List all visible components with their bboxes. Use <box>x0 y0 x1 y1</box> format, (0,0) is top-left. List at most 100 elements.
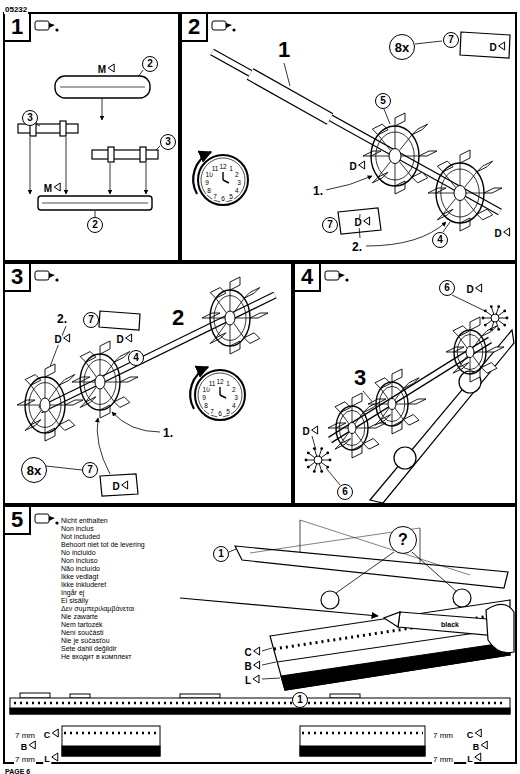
paddle-wheel <box>428 188 446 193</box>
label-text: 10 <box>202 387 211 394</box>
part-letter: C <box>243 648 252 658</box>
part-mark <box>64 334 70 342</box>
label-text: 11 <box>208 381 217 388</box>
callout-circle: 1 <box>292 692 308 708</box>
callout-number: 5 <box>380 96 386 106</box>
label-text: Behoort niet tot de levering <box>60 541 146 548</box>
axle-trough <box>42 203 148 204</box>
part-letter: D <box>115 335 124 345</box>
paddle-wheel <box>436 193 454 194</box>
label-text: Nie je súčasťou <box>60 637 111 644</box>
paddle-wheel <box>86 387 97 402</box>
part-letter: L <box>244 676 252 686</box>
callout-number: 2 <box>147 59 153 69</box>
part-letter: D <box>353 218 362 228</box>
leader-line <box>326 468 340 485</box>
paddle-wheel <box>371 156 389 157</box>
label-holder: 1 <box>228 158 234 174</box>
label-holder: 1. <box>312 182 324 198</box>
hull-top-view <box>453 589 471 607</box>
label-holder: 2 <box>171 307 185 329</box>
paddle-wheel <box>104 362 115 377</box>
callout-circle: 4 <box>128 350 144 366</box>
label-holder: C <box>243 643 252 659</box>
label-holder: M <box>97 60 107 76</box>
spoke-wheel <box>491 314 499 322</box>
paddle-wheel <box>446 317 504 382</box>
hull-detail <box>62 726 160 756</box>
part-number: 2 <box>171 307 185 329</box>
part-letter: M <box>97 65 107 75</box>
label-holder: D <box>53 330 62 346</box>
part-mark <box>253 675 259 683</box>
axle-half-shell <box>55 76 150 98</box>
paddle-wheel <box>460 150 470 163</box>
part-letter: D <box>465 285 474 295</box>
part-letter: D <box>488 43 497 53</box>
callout-circle: 7 <box>322 217 338 233</box>
leader-line <box>229 549 236 552</box>
paddle-wheel <box>459 356 467 368</box>
label-holder: 7 <box>209 401 215 417</box>
label-holder: 5 <box>225 401 231 417</box>
label-holder: Não incluído <box>60 558 101 574</box>
label-holder: Ikke inkluderet <box>60 574 107 590</box>
marker-pen <box>398 612 500 636</box>
label-text: 2 <box>231 387 237 394</box>
paddle-wheel <box>49 410 60 425</box>
label-text: 1 <box>228 166 234 173</box>
step-number: 3 <box>5 264 31 292</box>
paddle-wheel <box>352 406 353 423</box>
paddle-wheel <box>396 404 408 405</box>
label-text: 8 <box>203 403 209 410</box>
callout-circle: 2 <box>87 217 103 233</box>
paddle-wheel <box>401 156 419 157</box>
hull-side <box>270 600 510 690</box>
axle-piece <box>60 121 66 136</box>
hull-detail <box>300 746 425 756</box>
leader-line <box>156 146 160 150</box>
paddle-wheel <box>105 382 120 383</box>
paddle-wheel <box>459 336 467 348</box>
spoke-wheel <box>305 447 332 473</box>
part-number: 1 <box>277 39 291 61</box>
label-holder: Non incluso <box>60 550 99 566</box>
part-letter: D <box>111 482 120 492</box>
label-text: Ei sisälly <box>60 597 89 604</box>
label-text: 1. <box>162 427 174 439</box>
label-text: 4 <box>231 403 237 410</box>
part-mark <box>499 42 505 50</box>
label-text: Δεν συμπεριλαμβάνεται <box>60 605 135 612</box>
paddle-wheel <box>202 277 268 354</box>
clock-symbol <box>219 387 220 395</box>
part-letter: B <box>472 743 481 752</box>
paddle-wheel <box>378 135 391 151</box>
callout-number: 7 <box>87 465 93 475</box>
spoke-wheel <box>314 456 322 464</box>
part-mark <box>122 481 128 489</box>
paddle-wheel <box>395 181 405 194</box>
paddle-wheel <box>473 356 481 368</box>
paddle-wheel <box>341 432 349 444</box>
clock-symbol <box>198 155 248 205</box>
clock-symbol <box>223 180 229 183</box>
callout-number: 3 <box>27 113 33 123</box>
part-letter: C <box>43 731 52 740</box>
paddle-wheel <box>464 172 477 188</box>
paddle-wheel <box>45 377 46 398</box>
paddle-wheel <box>230 325 231 346</box>
paddle-wheel <box>378 161 391 177</box>
label-text: 2 <box>234 172 240 179</box>
glue-icon <box>212 21 236 32</box>
part-letter: M <box>43 184 53 194</box>
paddle-wheel <box>59 375 75 386</box>
step-number: 4 <box>295 264 321 292</box>
paddle-wheel <box>210 288 226 299</box>
label-holder: C <box>43 725 52 741</box>
paddle-wheel <box>381 408 389 420</box>
axle-shaft <box>250 74 330 119</box>
leader-line <box>336 552 394 593</box>
paddle-wheel <box>392 410 393 427</box>
marker-pen <box>486 604 514 652</box>
